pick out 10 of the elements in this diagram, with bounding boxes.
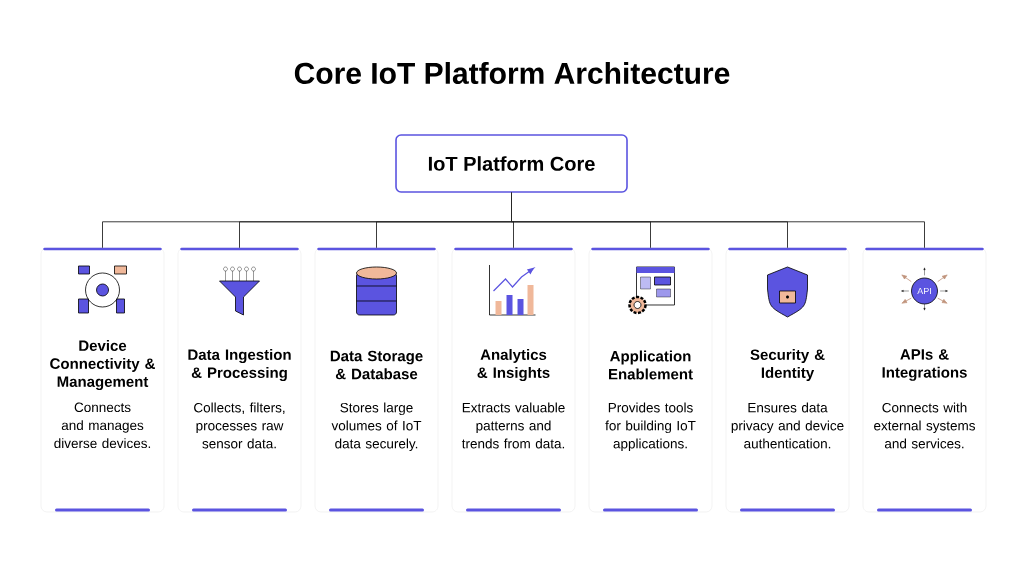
card: Security & Identity Ensures data privacy and device authentication. xyxy=(725,247,850,513)
connector xyxy=(511,192,925,249)
card: Analytics & Insights Extracts valuable patterns and trends from data. xyxy=(451,247,576,513)
card: Data Storage & Database Stores large volumes of IoT data securely. xyxy=(314,247,439,513)
card: Application Enablement Provides tools for building IoT applications. xyxy=(588,247,713,513)
root-box: IoT Platform Core xyxy=(395,134,628,193)
card: Device Connectivity & Management Connects and manages diverse devices. xyxy=(40,247,165,513)
title: Core IoT Platform Architecture xyxy=(294,62,730,84)
icon-label: API xyxy=(917,287,931,295)
card: Data Ingestion & Processing Collects, filters, processes raw sensor data. xyxy=(177,247,302,513)
